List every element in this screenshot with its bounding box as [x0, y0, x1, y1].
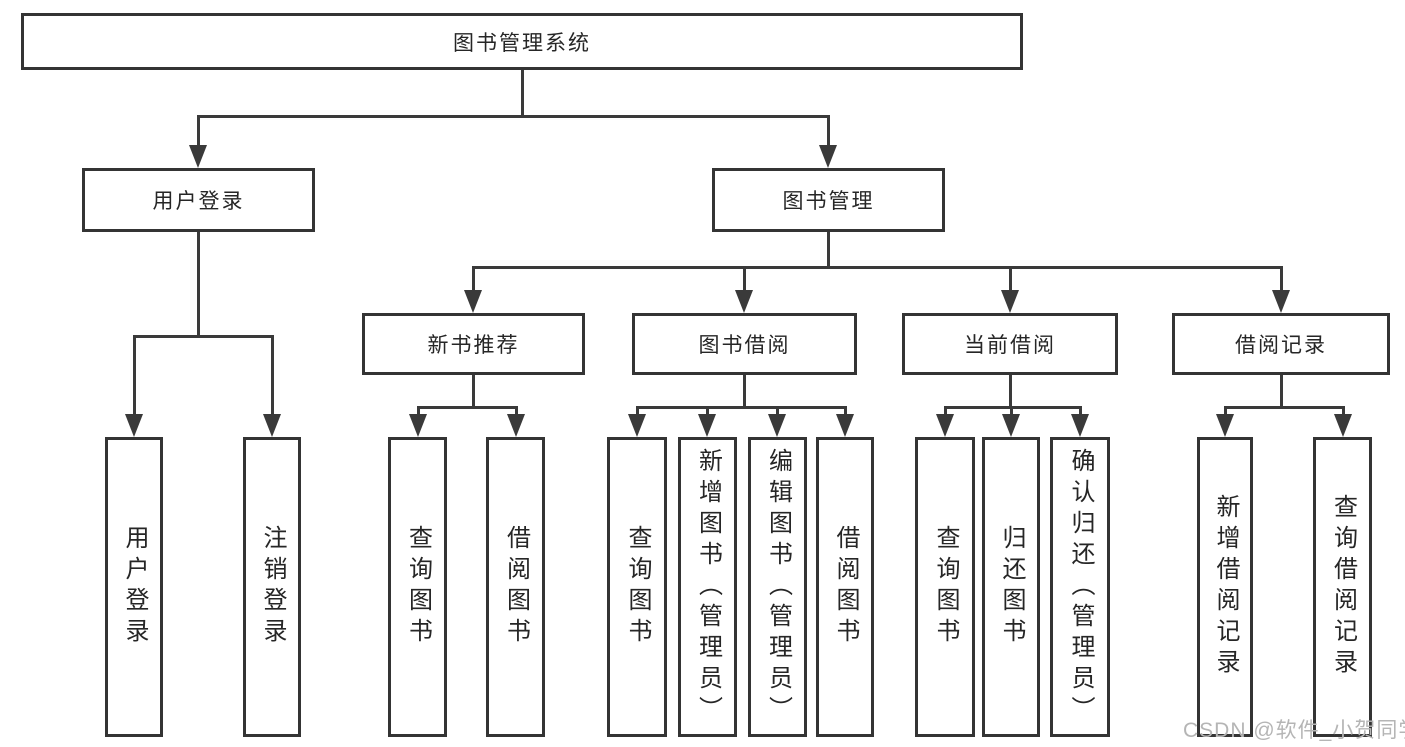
leaf-add-books-admin: 新增图书（管理员）	[678, 437, 737, 737]
connector-line	[775, 407, 779, 419]
connector-line	[705, 407, 709, 419]
connector-line	[1078, 407, 1082, 419]
arrowhead-down-icon	[263, 414, 281, 437]
connector-line	[1009, 407, 1013, 419]
leaf-add-borrow-record: 新增借阅记录	[1197, 437, 1253, 737]
leaf-confirm-return-admin-label: 确认归还（管理员）	[1067, 447, 1094, 727]
connector-line	[1279, 375, 1283, 407]
leaf-edit-books-admin-label: 编辑图书（管理员）	[764, 447, 792, 727]
leaf-query-books-2-label: 查询图书	[624, 525, 651, 649]
book-management-box: 图书管理	[712, 168, 945, 232]
connector-line	[132, 336, 136, 419]
new-book-recommend-box-label: 新书推荐	[427, 334, 520, 357]
leaf-query-books-1: 查询图书	[388, 437, 447, 737]
leaf-borrow-books-2-label: 借阅图书	[832, 525, 859, 649]
connector-line	[943, 405, 1082, 409]
connector-line	[520, 70, 524, 116]
connector-line	[826, 116, 830, 150]
borrow-record-box-label: 借阅记录	[1235, 334, 1327, 357]
connector-line	[196, 232, 200, 336]
connector-line	[943, 407, 947, 419]
connector-line	[843, 407, 847, 419]
leaf-query-borrow-record-label: 查询借阅记录	[1329, 494, 1357, 680]
arrowhead-down-icon	[698, 414, 716, 437]
connector-line	[471, 265, 1283, 269]
arrowhead-down-icon	[125, 414, 143, 437]
leaf-borrow-books-2: 借阅图书	[816, 437, 874, 737]
arrowhead-down-icon	[1334, 414, 1352, 437]
arrowhead-down-icon	[628, 414, 646, 437]
leaf-user-login: 用户登录	[105, 437, 163, 737]
leaf-return-books-label: 归还图书	[998, 525, 1025, 649]
leaf-return-books: 归还图书	[982, 437, 1040, 737]
current-borrow-box: 当前借阅	[902, 313, 1118, 375]
leaf-logout-label: 注销登录	[259, 525, 286, 649]
arrowhead-down-icon	[464, 290, 482, 313]
root-system-box: 图书管理系统	[21, 13, 1023, 70]
leaf-borrow-books-1-label: 借阅图书	[502, 525, 530, 649]
arrowhead-down-icon	[1071, 414, 1089, 437]
arrowhead-down-icon	[1272, 290, 1290, 313]
connector-line	[471, 375, 475, 407]
csdn-watermark: CSDN @软件_小贺同学	[1183, 719, 1405, 742]
connector-line	[742, 267, 746, 295]
arrowhead-down-icon	[768, 414, 786, 437]
leaf-logout: 注销登录	[243, 437, 301, 737]
arrowhead-down-icon	[409, 414, 427, 437]
arrowhead-down-icon	[836, 414, 854, 437]
connector-line	[1223, 407, 1227, 419]
connector-line	[742, 375, 746, 407]
connector-line	[416, 407, 420, 419]
connector-line	[1008, 375, 1012, 407]
connector-line	[471, 267, 475, 295]
leaf-query-books-3: 查询图书	[915, 437, 975, 737]
connector-line	[1008, 267, 1012, 295]
leaf-query-books-3-label: 查询图书	[932, 525, 959, 649]
book-management-box-label: 图书管理	[782, 190, 875, 213]
leaf-add-books-admin-label: 新增图书（管理员）	[694, 447, 722, 727]
leaf-borrow-books-1: 借阅图书	[486, 437, 545, 737]
connector-line	[196, 114, 830, 118]
arrowhead-down-icon	[507, 414, 525, 437]
connector-line	[1279, 267, 1283, 295]
connector-line	[635, 407, 639, 419]
arrowhead-down-icon	[1001, 290, 1019, 313]
connector-line	[416, 405, 518, 409]
leaf-query-borrow-record: 查询借阅记录	[1313, 437, 1372, 737]
leaf-user-login-label: 用户登录	[121, 525, 148, 649]
arrowhead-down-icon	[189, 145, 207, 168]
connector-line	[196, 116, 200, 150]
user-login-box-label: 用户登录	[152, 190, 245, 213]
connector-line	[514, 407, 518, 419]
borrow-record-box: 借阅记录	[1172, 313, 1390, 375]
current-borrow-box-label: 当前借阅	[964, 334, 1056, 357]
leaf-query-books-2: 查询图书	[607, 437, 667, 737]
connector-line	[132, 334, 274, 338]
arrowhead-down-icon	[819, 145, 837, 168]
book-borrow-box: 图书借阅	[632, 313, 857, 375]
connector-line	[270, 336, 274, 419]
new-book-recommend-box: 新书推荐	[362, 313, 585, 375]
leaf-add-borrow-record-label: 新增借阅记录	[1212, 494, 1239, 680]
leaf-confirm-return-admin: 确认归还（管理员）	[1050, 437, 1110, 737]
user-login-box: 用户登录	[82, 168, 315, 232]
leaf-edit-books-admin: 编辑图书（管理员）	[748, 437, 807, 737]
arrowhead-down-icon	[1216, 414, 1234, 437]
connector-line	[826, 232, 830, 267]
arrowhead-down-icon	[936, 414, 954, 437]
connector-line	[1341, 407, 1345, 419]
root-system-box-label: 图书管理系统	[453, 31, 591, 55]
arrowhead-down-icon	[1002, 414, 1020, 437]
leaf-query-books-1-label: 查询图书	[404, 525, 432, 649]
arrowhead-down-icon	[735, 290, 753, 313]
connector-line	[1223, 405, 1345, 409]
connector-line	[635, 405, 847, 409]
book-borrow-box-label: 图书借阅	[698, 334, 791, 357]
